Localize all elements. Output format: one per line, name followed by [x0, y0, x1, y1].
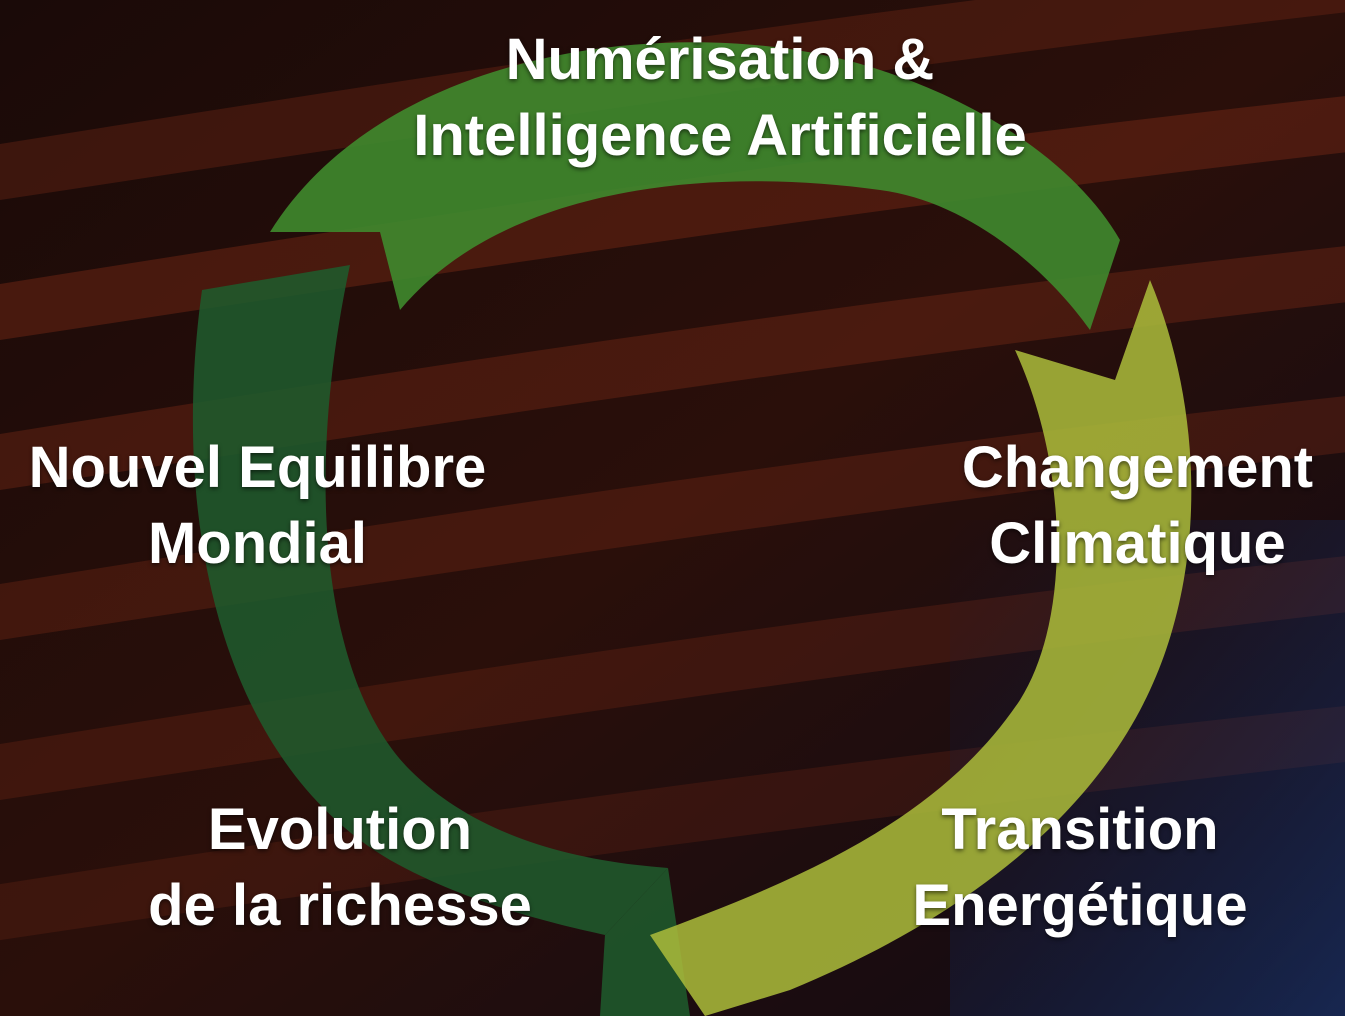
- background-band: [0, 396, 1345, 640]
- arrow-segment-bottom-left: [600, 868, 690, 1016]
- label-line: Transition: [941, 797, 1219, 862]
- cycle-label-new-world-balance: Nouvel Equilibre Mondial: [0, 430, 515, 582]
- cycle-label-wealth-evolution: Evolution de la richesse: [90, 792, 590, 944]
- label-line: Intelligence Artificielle: [413, 103, 1027, 168]
- cycle-label-digitalization-ai: Numérisation & Intelligence Artificielle: [320, 22, 1120, 174]
- label-line: Numérisation &: [505, 27, 935, 92]
- cycle-label-energy-transition: Transition Energétique: [860, 792, 1300, 944]
- label-line: Energétique: [912, 873, 1248, 938]
- label-line: Mondial: [147, 511, 368, 576]
- cycle-label-climate-change: Changement Climatique: [930, 430, 1345, 582]
- label-line: Nouvel Equilibre: [28, 435, 487, 500]
- arrow-segment-right: [650, 280, 1192, 1016]
- label-line: Changement: [961, 435, 1314, 500]
- arrow-segment-left: [192, 265, 668, 935]
- label-line: Climatique: [989, 511, 1286, 576]
- background-band: [0, 0, 1345, 200]
- background-band: [0, 246, 1345, 490]
- label-line: Evolution: [207, 797, 473, 862]
- arrow-segment-top: [270, 42, 1120, 331]
- label-line: de la richesse: [148, 873, 532, 938]
